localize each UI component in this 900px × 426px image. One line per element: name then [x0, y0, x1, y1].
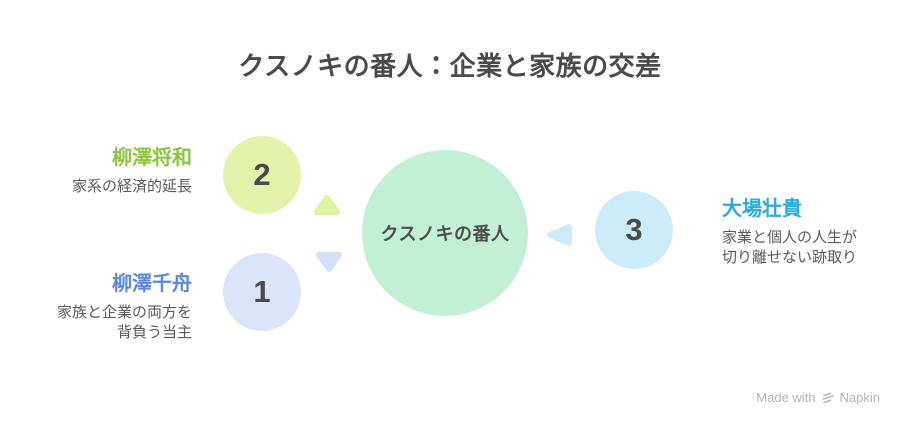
- node-3-description: 家業と個人の人生が 切り離せない跡取り: [722, 228, 892, 268]
- napkin-badge[interactable]: Made with Napkin: [756, 390, 880, 405]
- node-2-label-block: 柳澤将和 家系の経済的延長: [18, 147, 192, 197]
- arrow-up-icon: [313, 193, 341, 222]
- node-3-name: 大場壮貴: [722, 198, 802, 220]
- arrow-left-icon: [545, 223, 573, 252]
- napkin-logo-icon: [821, 391, 835, 405]
- made-with-text: Made with: [756, 390, 816, 405]
- node-2-circle: 2: [223, 136, 301, 214]
- node-1-circle: 1: [223, 253, 301, 331]
- node-1-name: 柳澤千舟: [112, 273, 192, 295]
- node-1-label-block: 柳澤千舟 家族と企業の両方を 背負う当主: [18, 273, 192, 343]
- center-node-label: クスノキの番人: [380, 224, 510, 244]
- node-3-label-block: 大場壮貴 家業と個人の人生が 切り離せない跡取り: [722, 198, 892, 268]
- node-3-description-line2: 切り離せない跡取り: [722, 248, 858, 266]
- node-2-number: 2: [253, 157, 271, 192]
- node-1-description: 家族と企業の両方を 背負う当主: [18, 303, 192, 343]
- node-1-description-line2: 背負う当主: [116, 323, 192, 341]
- node-3-description-line1: 家業と個人の人生が: [722, 229, 858, 246]
- center-node-circle: クスノキの番人: [362, 150, 528, 316]
- node-3-circle: 3: [595, 191, 673, 269]
- node-2-name: 柳澤将和: [112, 147, 192, 169]
- arrow-down-icon: [315, 250, 343, 279]
- node-1-number: 1: [253, 274, 271, 309]
- node-3-number: 3: [625, 212, 643, 247]
- diagram-title: クスノキの番人：企業と家族の交差: [238, 51, 662, 81]
- node-2-description: 家系の経済的延長: [71, 178, 192, 195]
- node-1-description-line1: 家族と企業の両方を: [56, 304, 192, 321]
- napkin-brand-text: Napkin: [839, 390, 880, 405]
